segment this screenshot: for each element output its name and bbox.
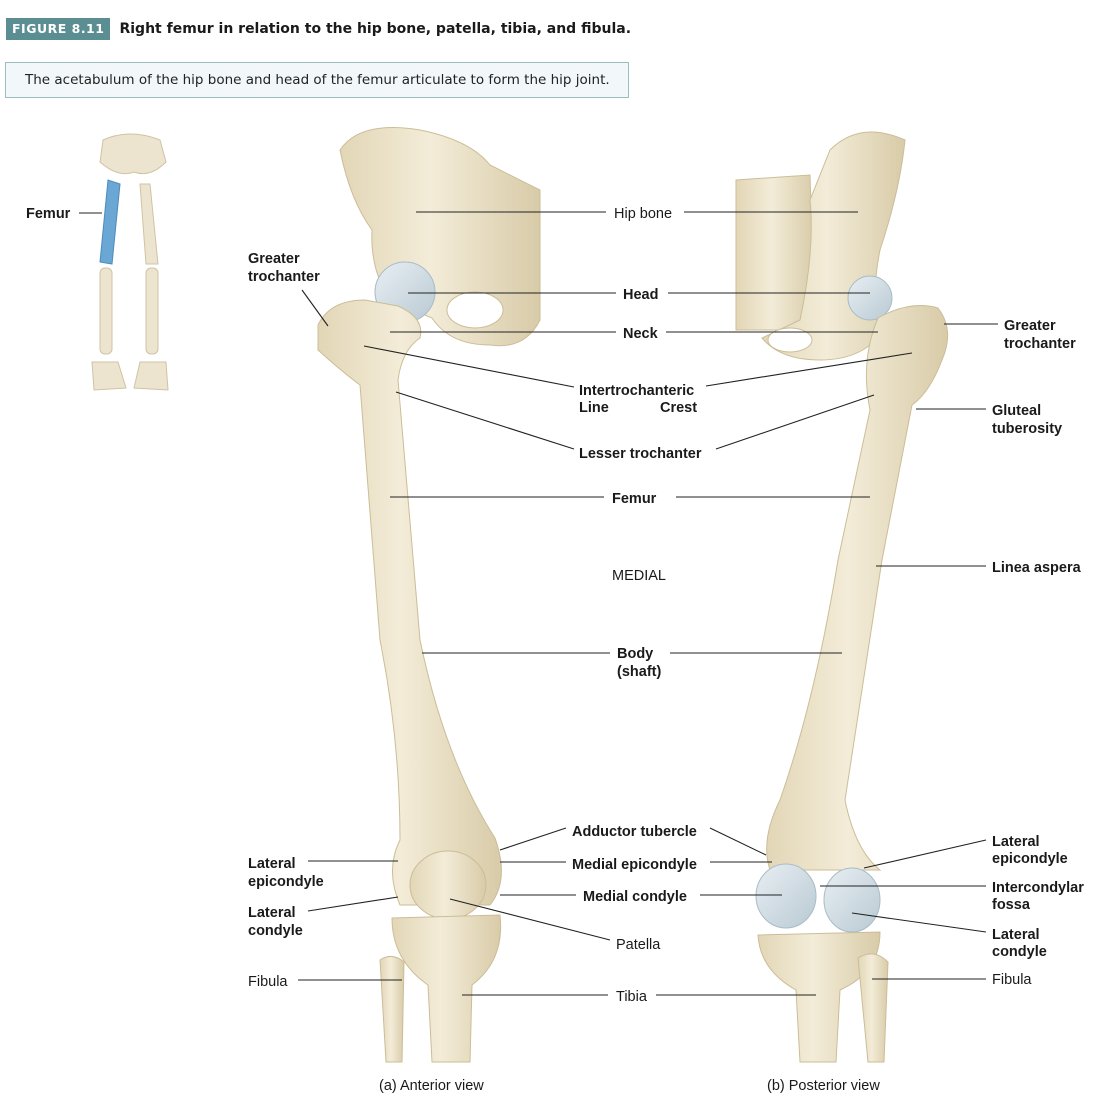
labels: Greater trochanter Hip bone Head Neck In… [248, 206, 1084, 1094]
figure-note: The acetabulum of the hip bone and head … [25, 72, 610, 88]
anterior-patella [409, 850, 487, 920]
label-greater-trochanter-post-2: trochanter [1004, 336, 1076, 352]
figure-note-box: The acetabulum of the hip bone and head … [5, 62, 629, 98]
label-lateral-epicondyle-post-1: Lateral [992, 834, 1040, 850]
figure-number-badge: FIGURE 8.11 [6, 18, 111, 40]
posterior-bones [735, 131, 949, 1063]
label-medial-epicondyle: Medial epicondyle [572, 857, 697, 873]
label-lateral-condyle-ant-1: Lateral [248, 905, 296, 921]
label-gluteal-2: tuberosity [992, 421, 1062, 437]
label-crest: Crest [660, 400, 697, 416]
label-medial-condyle: Medial condyle [583, 889, 687, 905]
anterior-bones [317, 127, 541, 1063]
label-greater-trochanter-post-1: Greater [1004, 318, 1056, 334]
label-medial: MEDIAL [612, 568, 666, 584]
label-linea-aspera: Linea aspera [992, 560, 1082, 576]
label-neck: Neck [623, 326, 659, 342]
figure-title: Right femur in relation to the hip bone,… [119, 21, 632, 37]
inset-skeleton [91, 133, 169, 391]
figure-header: FIGURE 8.11 Right femur in relation to t… [6, 16, 631, 42]
label-greater-trochanter-ant-2: trochanter [248, 269, 320, 285]
label-femur: Femur [612, 491, 657, 507]
posterior-femoral-head [847, 275, 893, 321]
label-lateral-epicondyle-ant-1: Lateral [248, 856, 296, 872]
label-adductor-tubercle: Adductor tubercle [572, 824, 697, 840]
caption-anterior-view: (a) Anterior view [379, 1078, 484, 1094]
label-body: Body [617, 646, 653, 662]
posterior-lateral-condyle [823, 867, 881, 933]
posterior-fibula [857, 953, 889, 1063]
label-lateral-epicondyle-ant-2: epicondyle [248, 874, 324, 890]
label-head: Head [623, 287, 658, 303]
label-intercondylar-2: fossa [992, 897, 1031, 913]
label-lateral-condyle-ant-2: condyle [248, 923, 303, 939]
label-greater-trochanter-ant-1: Greater [248, 251, 300, 267]
label-intertrochanteric: Intertrochanteric [579, 383, 694, 399]
label-lesser-trochanter: Lesser trochanter [579, 446, 702, 462]
label-gluteal-1: Gluteal [992, 403, 1041, 419]
caption-posterior-view: (b) Posterior view [767, 1078, 880, 1094]
posterior-femur [766, 305, 949, 871]
label-lateral-condyle-post-2: condyle [992, 944, 1047, 960]
anterior-tibia [391, 914, 502, 1063]
label-tibia: Tibia [616, 989, 648, 1005]
label-patella: Patella [616, 937, 661, 953]
label-hip-bone: Hip bone [614, 206, 672, 222]
anterior-fibula [379, 956, 405, 1063]
label-intercondylar-1: Intercondylar [992, 880, 1084, 896]
posterior-tibia [757, 931, 881, 1063]
label-fibula-post: Fibula [992, 972, 1032, 988]
label-shaft: (shaft) [617, 664, 661, 680]
anterior-femur [317, 299, 502, 906]
label-lateral-epicondyle-post-2: epicondyle [992, 851, 1068, 867]
label-lateral-condyle-post-1: Lateral [992, 927, 1040, 943]
label-fibula-ant: Fibula [248, 974, 288, 990]
inset-femur-highlight [99, 179, 121, 265]
inset-label-femur: Femur [26, 206, 71, 222]
posterior-medial-condyle [755, 863, 817, 929]
label-line: Line [579, 400, 609, 416]
leader-lines [298, 211, 998, 996]
